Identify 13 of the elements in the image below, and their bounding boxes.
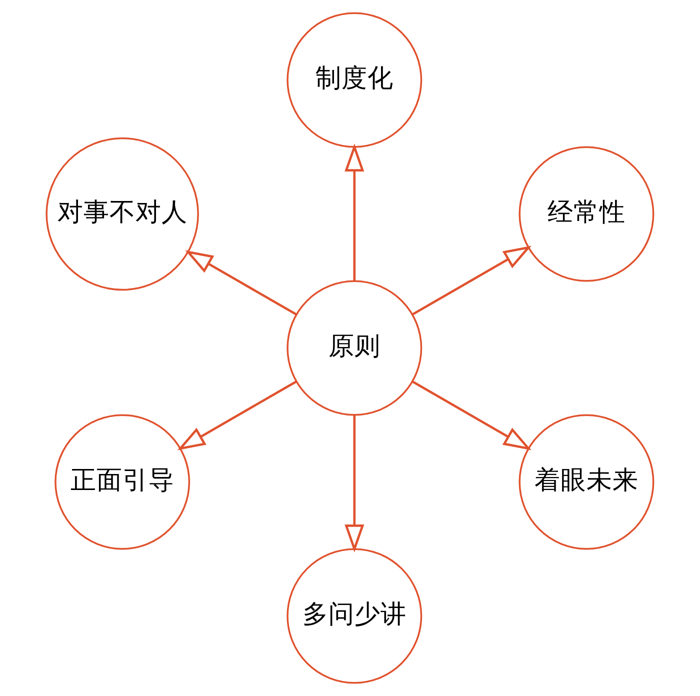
node-circle: 正面引导 (54, 414, 190, 550)
arrow (344, 414, 364, 552)
node-circle: 经常性 (518, 146, 654, 282)
arrow (177, 380, 298, 450)
node-circle: 制度化 (286, 12, 422, 148)
node-circle: 对事不对人 (46, 137, 199, 291)
arrow (412, 380, 532, 450)
node-circle: 多问少讲 (286, 548, 422, 684)
arrow (344, 144, 364, 282)
arrow (412, 246, 532, 316)
node-circle: 着眼未来 (518, 414, 654, 550)
arrow (185, 250, 298, 316)
node-circle: 原则 (286, 280, 422, 416)
